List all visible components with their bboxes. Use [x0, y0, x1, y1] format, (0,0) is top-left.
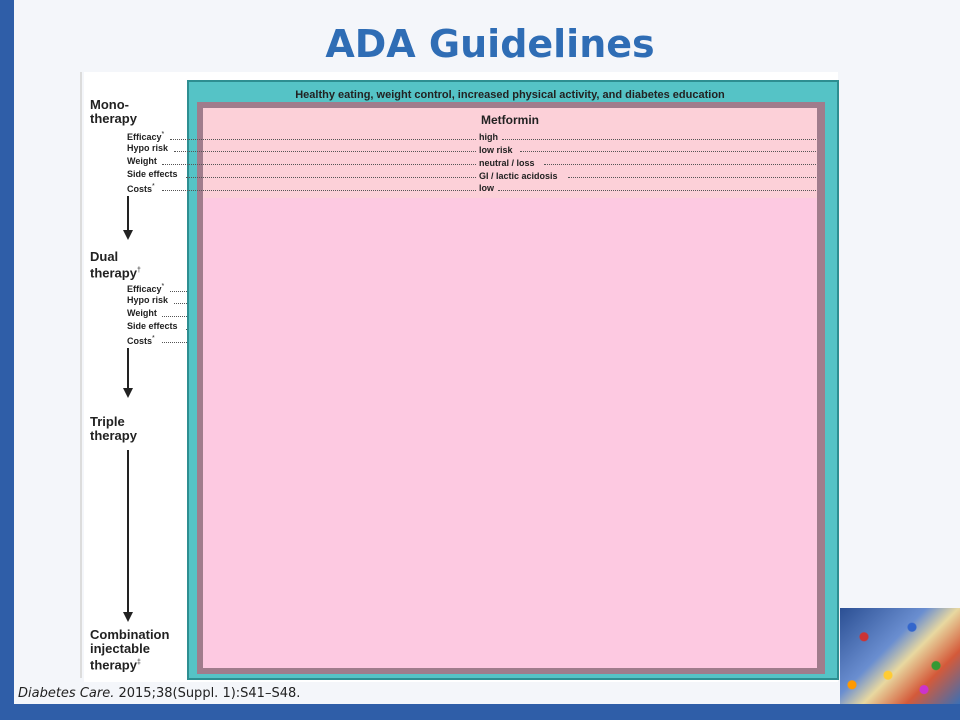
- slide-title: ADA Guidelines: [325, 22, 655, 66]
- citation: Diabetes Care. 2015;38(Suppl. 1):S41–S48…: [18, 686, 300, 701]
- step-combination-line3: therapy: [90, 657, 137, 673]
- arrow-dual-to-triple: [127, 348, 129, 388]
- lifestyle-banner: Healthy eating, weight control, increase…: [295, 89, 725, 101]
- metformin-costs: low: [479, 183, 494, 193]
- dual-costs-label: Costs*: [127, 334, 155, 346]
- metformin-panel: [203, 108, 817, 198]
- met-weight-trail: [544, 164, 816, 165]
- asterisk-mark: *: [152, 183, 155, 190]
- step-mono-line2: therapy: [90, 111, 137, 126]
- figure-left-border: [80, 72, 82, 678]
- citation-ref: 2015;38(Suppl. 1):S41–S48.: [114, 686, 301, 701]
- dual-costs-leader: [162, 342, 207, 343]
- mono-side-effects-label: Side effects: [127, 169, 178, 179]
- arrow-mono-to-dual: [127, 196, 129, 230]
- dual-weight-label: Weight: [127, 308, 157, 318]
- asterisk-mark: *: [161, 131, 165, 138]
- metformin-efficacy: high: [479, 132, 498, 142]
- dual-hypo-label: Hypo risk: [127, 295, 169, 305]
- dual-weight-leader: [162, 316, 207, 317]
- step-combination-line1: Combination: [90, 627, 170, 642]
- met-side-effects-trail: [568, 177, 816, 178]
- dual-side-effects-label: Side effects: [127, 321, 178, 331]
- step-combination-line3-wrap: therapy‡: [90, 656, 169, 672]
- mono-efficacy-label: Efficacy*: [127, 130, 164, 142]
- mono-hypo-leader: [174, 151, 476, 152]
- citation-journal: Diabetes Care.: [18, 686, 115, 701]
- mono-weight-label: Weight: [127, 156, 157, 166]
- step-triple-line2: therapy: [90, 428, 137, 443]
- step-triple-line1: Triple: [90, 414, 125, 429]
- step-triple-therapy: Triple therapy: [90, 415, 137, 443]
- step-dual-line1: Dual: [90, 249, 119, 264]
- arrow-head-icon: [123, 612, 133, 622]
- step-dual-line2: therapy: [90, 265, 137, 281]
- metformin-side-effects: GI / lactic acidosis: [479, 171, 558, 181]
- mono-weight-leader: [162, 164, 476, 165]
- met-costs-trail: [498, 190, 816, 191]
- mono-costs-leader: [162, 190, 476, 191]
- mono-efficacy-leader: [170, 139, 476, 140]
- label-text: Costs: [127, 336, 153, 346]
- met-efficacy-trail: [502, 139, 816, 140]
- label-text: Costs: [127, 184, 153, 194]
- step-dual-line2-wrap: therapy†: [90, 264, 141, 280]
- mono-hypo-label: Hypo risk: [127, 143, 169, 153]
- double-dagger-mark: ‡: [136, 659, 141, 666]
- bottom-accent-stripe: [0, 704, 960, 720]
- asterisk-mark: *: [161, 283, 165, 290]
- therapy-area: [203, 108, 817, 668]
- metformin-hypo-risk: low risk: [479, 145, 513, 155]
- metformin-weight: neutral / loss: [479, 158, 535, 168]
- step-dual-therapy: Dual therapy†: [90, 250, 141, 280]
- left-accent-stripe: [0, 0, 14, 720]
- label-text: Efficacy: [127, 284, 162, 294]
- metformin-title: Metformin: [481, 113, 539, 127]
- step-combination-line2: injectable: [90, 641, 150, 656]
- mono-costs-label: Costs*: [127, 182, 155, 194]
- step-combination-therapy: Combination injectable therapy‡: [90, 628, 169, 672]
- step-mono-therapy: Mono- therapy: [90, 98, 137, 126]
- dual-efficacy-label: Efficacy*: [127, 282, 164, 294]
- dagger-mark: †: [136, 267, 141, 274]
- mosaic-decoration: [840, 608, 960, 704]
- mono-side-effects-leader: [186, 177, 476, 178]
- label-text: Efficacy: [127, 132, 162, 142]
- arrow-triple-to-combination: [127, 450, 129, 612]
- arrow-head-icon: [123, 230, 133, 240]
- met-hypo-trail: [520, 151, 816, 152]
- arrow-head-icon: [123, 388, 133, 398]
- step-mono-line1: Mono-: [90, 97, 129, 112]
- asterisk-mark: *: [152, 335, 155, 342]
